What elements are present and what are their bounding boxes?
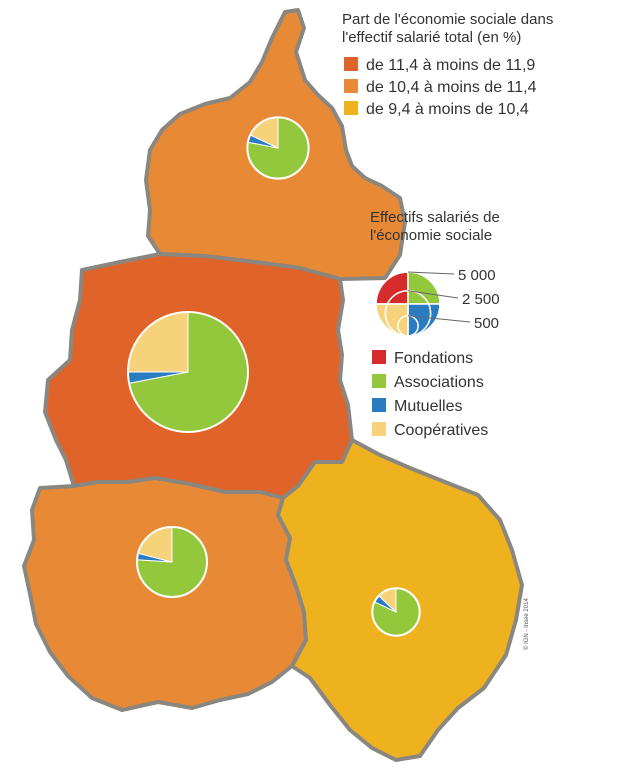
legend-label-class-2: de 10,4 à moins de 11,4 bbox=[366, 79, 537, 96]
scale-label-2500: 2 500 bbox=[462, 291, 500, 308]
legend-swatch-class-2 bbox=[344, 79, 358, 93]
legend-swatch-class-1 bbox=[344, 57, 358, 71]
map-credit: © IGN - Insee 2014 bbox=[523, 598, 530, 650]
legend-swatch-fondations bbox=[372, 350, 386, 364]
legend-sectors: Fondations Associations Mutuelles Coopér… bbox=[372, 350, 488, 439]
legend-label-class-3: de 9,4 à moins de 10,4 bbox=[366, 101, 529, 118]
legend-leader-line bbox=[407, 290, 459, 299]
legend-swatch-cooperatives bbox=[372, 422, 386, 436]
scale-label-5000: 5 000 bbox=[458, 267, 496, 284]
pie-outline bbox=[246, 116, 310, 180]
legend-swatch-mutuelles bbox=[372, 398, 386, 412]
size-legend-circles bbox=[375, 271, 471, 337]
pie-haute-marne[interactable] bbox=[371, 587, 421, 637]
legend-size-title-line1: Effectifs salariés de bbox=[370, 209, 500, 226]
legend-label-associations: Associations bbox=[394, 374, 484, 391]
legend-label-cooperatives: Coopératives bbox=[394, 422, 488, 439]
pie-aube[interactable] bbox=[136, 526, 208, 598]
scale-label-500: 500 bbox=[474, 315, 499, 332]
pie-outline bbox=[127, 311, 249, 433]
pie-marne[interactable] bbox=[127, 311, 249, 433]
pie-ardennes[interactable] bbox=[246, 116, 310, 180]
legend-leader-line bbox=[407, 271, 455, 275]
legend-size: Effectifs salariés de l'économie sociale… bbox=[370, 209, 500, 337]
legend-label-mutuelles: Mutuelles bbox=[394, 398, 462, 415]
legend-leader-line bbox=[407, 315, 471, 323]
pie-outline bbox=[136, 526, 208, 598]
legend-share-title-line1: Part de l'économie sociale dans bbox=[342, 11, 553, 28]
legend-size-title-line2: l'économie sociale bbox=[370, 227, 492, 244]
legend-swatch-associations bbox=[372, 374, 386, 388]
pie-layer bbox=[127, 116, 421, 637]
legend-label-fondations: Fondations bbox=[394, 350, 473, 367]
legend-swatch-class-3 bbox=[344, 101, 358, 115]
pie-outline bbox=[371, 587, 421, 637]
legend-share: Part de l'économie sociale dans l'effect… bbox=[342, 11, 553, 118]
legend-share-title-line2: l'effectif salarié total (en %) bbox=[342, 29, 521, 46]
legend-label-class-1: de 11,4 à moins de 11,9 bbox=[366, 57, 535, 74]
